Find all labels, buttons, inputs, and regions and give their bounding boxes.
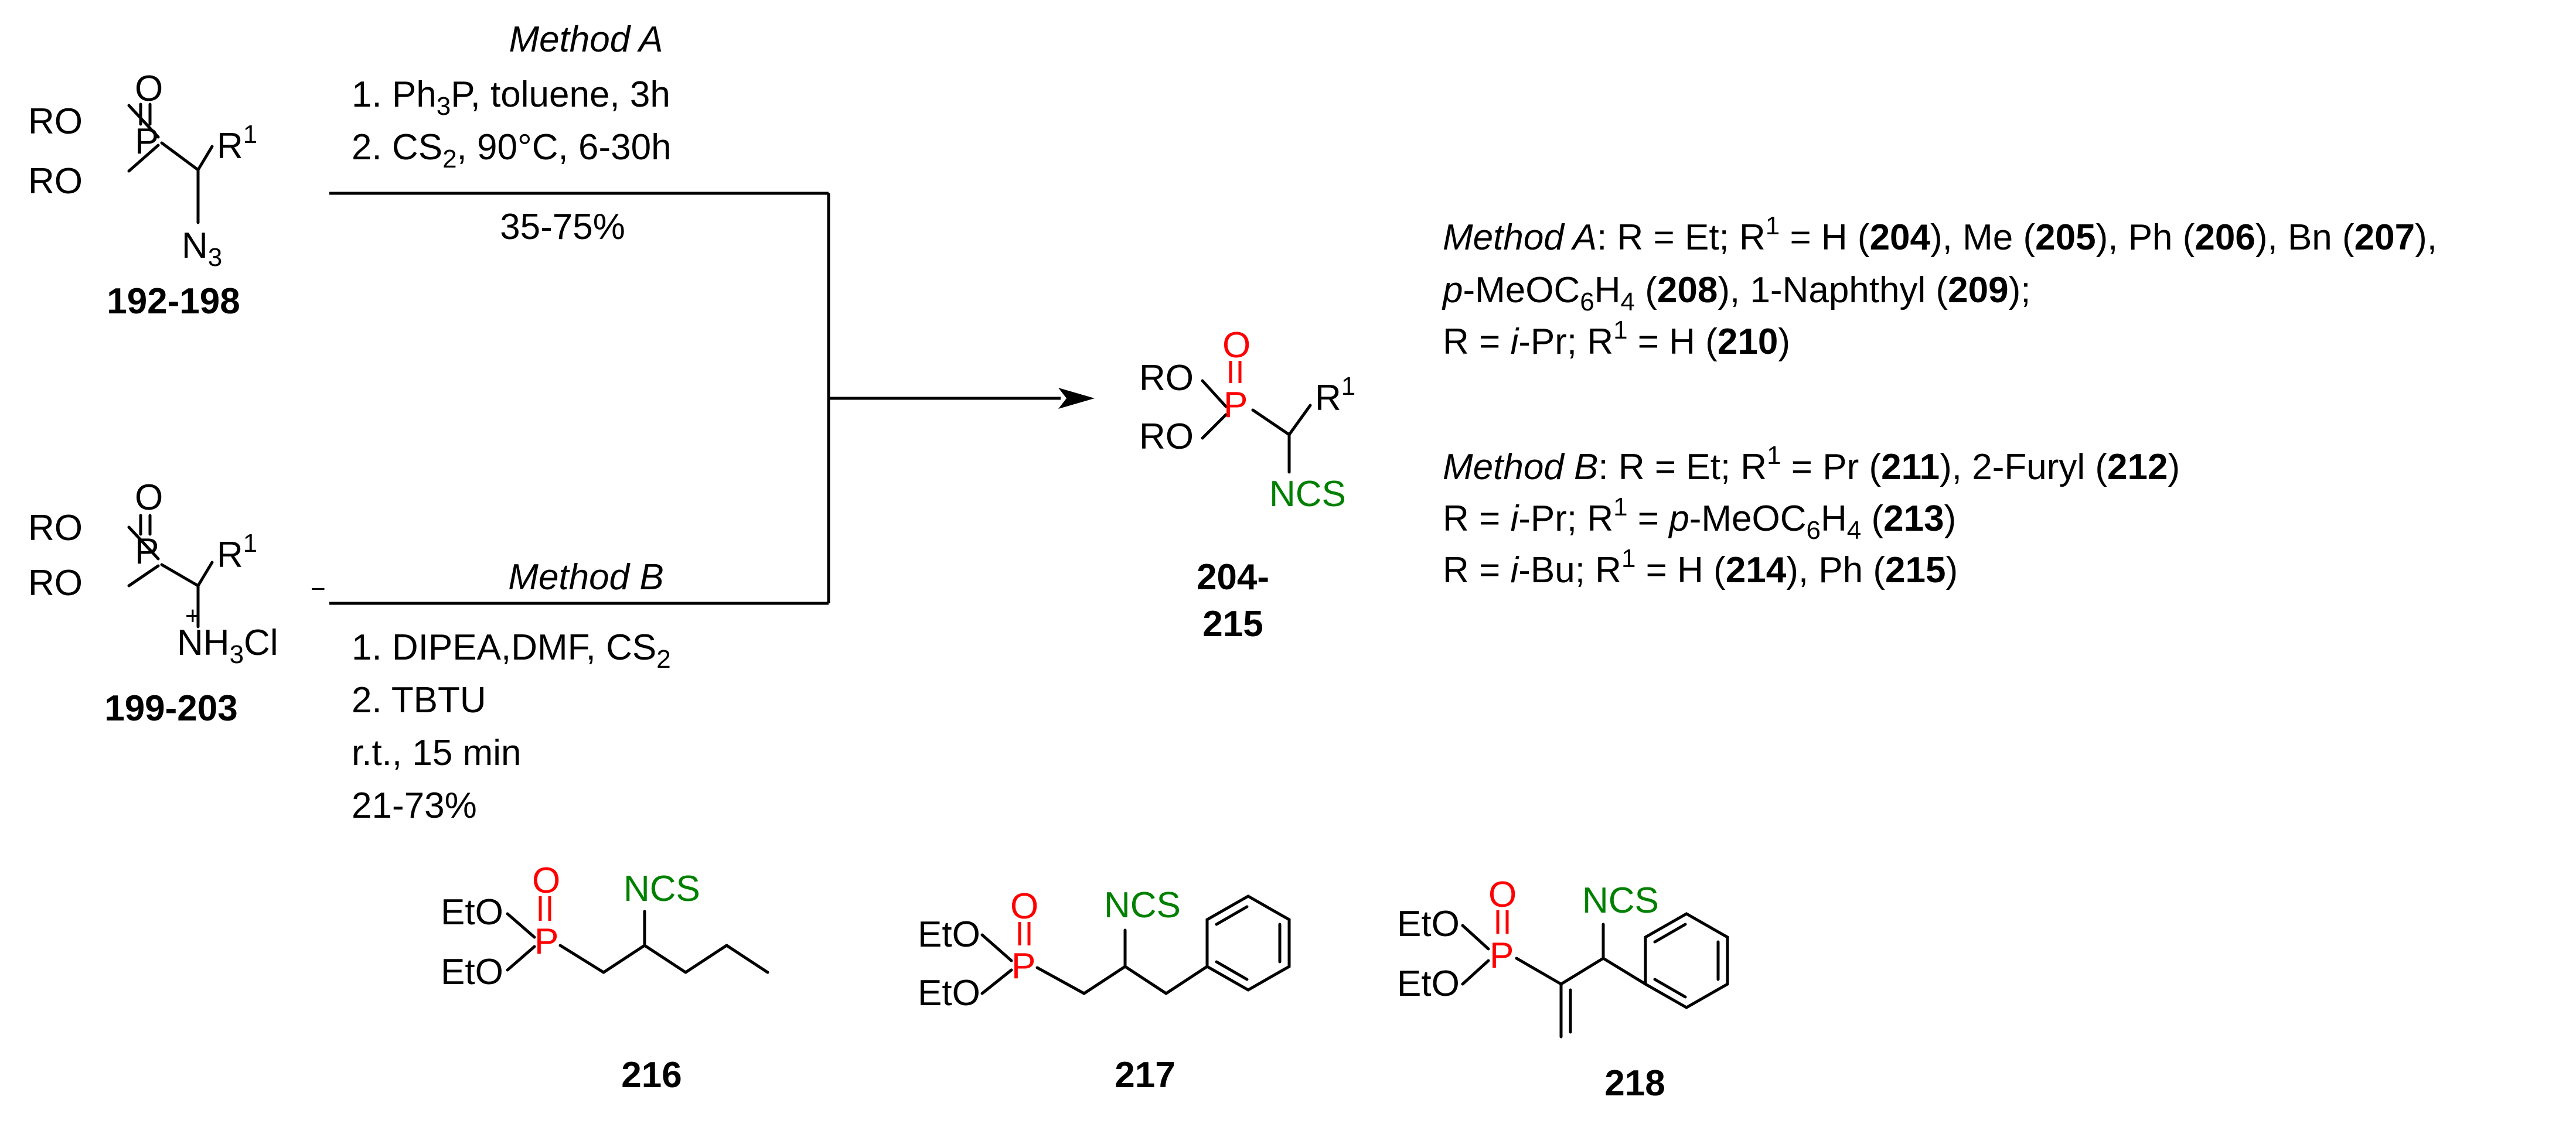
compound-217-structure: EtO O P EtO NCS 217 [918, 885, 1291, 1095]
reactant-b-minus-charge: − [311, 575, 326, 603]
method-a-note-line-2: p-MeOC6H4 (208), 1-Naphthyl (209); [1442, 270, 2030, 316]
compound-217-eto-top: EtO [918, 914, 980, 955]
compound-218-phosphorus: P [1490, 935, 1514, 976]
reactant-a-ro-bottom: RO [28, 161, 83, 202]
compound-216-eto-bottom: EtO [441, 952, 503, 992]
method-b-step-3: r.t., 15 min [352, 733, 521, 773]
compound-216-id: 216 [621, 1055, 682, 1095]
method-notes: Method A: R = Et; R1 = H (204), Me (205)… [1442, 211, 2437, 590]
reactant-b-phosphorus: P [135, 531, 159, 572]
method-b-note-line-3: R = i-Bu; R1 = H (214), Ph (215) [1443, 544, 1958, 590]
reactant-a-ro-top: RO [28, 101, 83, 142]
reactant-b-ro-bottom: RO [28, 563, 83, 603]
reactant-b-plus-charge: + [185, 602, 200, 630]
product-oxygen: O [1222, 325, 1250, 366]
reactant-b-compound-id: 199-203 [104, 688, 238, 729]
reactant-b-ro-top: RO [28, 508, 83, 548]
method-a-note-line-3: R = i-Pr; R1 = H (210) [1443, 316, 1790, 362]
compound-216-structure: EtO O P EtO NCS 216 [441, 860, 769, 1095]
reaction-arrows [329, 192, 1095, 605]
reactant-a-phosphorus: P [135, 121, 159, 162]
method-b-note-line-1: Method B: R = Et; R1 = Pr (211), 2-Furyl… [1443, 441, 2180, 487]
reactant-b-structure: RO O P RO R1 + − NH3Cl 199-203 [28, 477, 326, 729]
compound-218-structure: EtO O P EtO NCS 218 [1397, 875, 1729, 1104]
product-compound-id-line-1: 204- [1197, 557, 1269, 597]
compound-217-isothiocyanate: NCS [1104, 885, 1181, 925]
reactant-a-structure: RO O P RO R1 N3 192-198 [28, 69, 257, 322]
reactant-b-ammonium-chloride: NH3Cl [177, 623, 278, 669]
compound-217-eto-bottom: EtO [918, 973, 980, 1013]
compound-217-oxygen: O [1010, 886, 1038, 927]
compound-216-eto-top: EtO [441, 892, 503, 933]
product-r1: R1 [1315, 372, 1355, 418]
compound-218-id: 218 [1604, 1063, 1665, 1104]
compound-218-eto-top: EtO [1397, 904, 1460, 944]
method-a-step-1: 1. Ph3P, toluene, 3h [352, 74, 670, 121]
method-b-title: Method B [508, 557, 663, 597]
method-b-step-1: 1. DIPEA,DMF, CS2 [352, 627, 671, 674]
product-ro-bottom: RO [1139, 416, 1194, 457]
method-a-step-2: 2. CS2, 90°C, 6-30h [352, 127, 672, 173]
compound-216-isothiocyanate: NCS [623, 869, 700, 909]
product-phosphorus: P [1224, 385, 1248, 425]
reactant-b-r1: R1 [217, 529, 257, 575]
reactant-a-oxygen: O [135, 69, 163, 109]
reactant-a-r1: R1 [217, 120, 257, 166]
method-a-conditions: Method A 1. Ph3P, toluene, 3h 2. CS2, 90… [352, 19, 672, 247]
reactant-a-azide: N3 [182, 226, 222, 272]
method-a-note-line-1: Method A: R = Et; R1 = H (204), Me (205)… [1443, 211, 2437, 258]
compound-216-phosphorus: P [534, 921, 558, 962]
reactant-a-compound-id: 192-198 [107, 281, 240, 322]
compound-218-isothiocyanate: NCS [1582, 880, 1659, 921]
method-b-step-2: 2. TBTU [352, 680, 486, 720]
method-b-conditions: Method B 1. DIPEA,DMF, CS2 2. TBTU r.t.,… [352, 557, 671, 826]
compound-216-oxygen: O [532, 860, 560, 901]
product-isothiocyanate: NCS [1269, 474, 1346, 514]
method-b-yield: 21-73% [352, 786, 477, 826]
compound-218-eto-bottom: EtO [1397, 964, 1460, 1004]
method-a-yield: 35-75% [500, 207, 625, 247]
product-compound-id-line-2: 215 [1202, 604, 1263, 644]
compound-218-oxygen: O [1488, 875, 1517, 915]
compound-217-phosphorus: P [1011, 946, 1035, 986]
product-ro-top: RO [1139, 358, 1194, 398]
product-structure: RO O P RO R1 NCS 204- 215 [1139, 325, 1355, 644]
method-b-note-line-2: R = i-Pr; R1 = p-MeOC6H4 (213) [1443, 493, 1956, 545]
compound-217-id: 217 [1115, 1055, 1175, 1095]
reactant-b-oxygen: O [135, 477, 163, 518]
method-a-title: Method A [509, 19, 663, 60]
arrow-head [1058, 388, 1095, 409]
